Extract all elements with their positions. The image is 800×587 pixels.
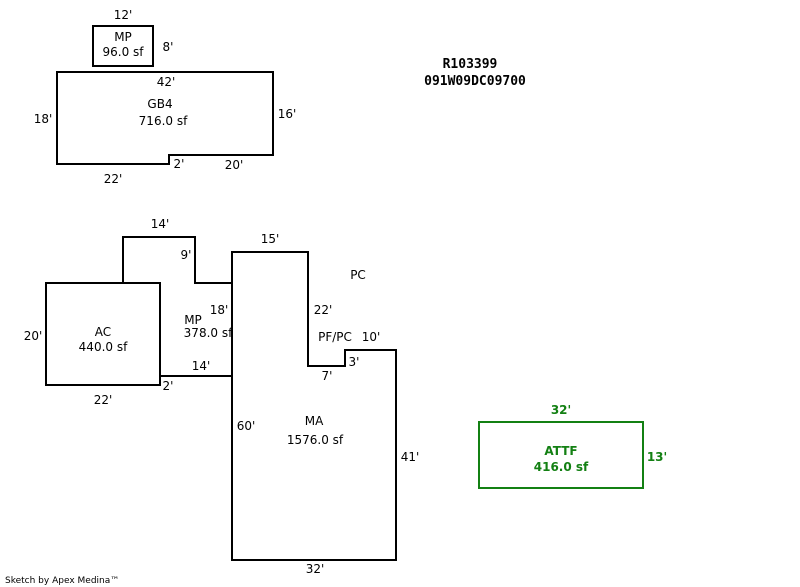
dim-gb4-step: 2' [174, 157, 185, 171]
dim-gb4-top: 42' [157, 75, 176, 89]
dim-ac-step: 2' [163, 379, 174, 393]
area-ma-code: MA [305, 414, 324, 428]
dim-ma-right: 41' [401, 450, 420, 464]
sketch-credit: Sketch by Apex Medina™ [5, 576, 119, 586]
dim-ma-notch-bottom: 7' [322, 369, 333, 383]
dim-gb4-bottom-right: 20' [225, 158, 244, 172]
area-ac-code: AC [95, 325, 111, 339]
dim-mp-top-height: 8' [163, 40, 174, 54]
area-attf-code: ATTF [544, 444, 577, 458]
dim-attf-right: 13' [647, 450, 667, 464]
area-gb4-sf: 716.0 sf [139, 114, 188, 128]
dim-attf-top: 32' [551, 403, 571, 417]
dim-ac-left: 20' [24, 329, 43, 343]
area-ac-sf: 440.0 sf [79, 340, 128, 354]
dim-ma-notch-side: 3' [349, 355, 360, 369]
area-gb4: GB4 716.0 sf 42' 18' 16' 22' 2' 20' [34, 71, 297, 186]
dim-ma-bottom: 32' [306, 562, 325, 576]
map-number: 091W09DC09700 [424, 74, 526, 89]
area-mp-mid-code: MP [184, 313, 202, 327]
area-ac-outline [45, 282, 161, 386]
dim-ma-left: 60' [237, 419, 256, 433]
dim-ac-bottom: 22' [94, 393, 113, 407]
area-ma: MA 1576.0 sf 15' 22' 7' 3' 10' 60' 41' 3… [231, 232, 420, 576]
area-mp-top-sf: 96.0 sf [102, 45, 144, 59]
area-mp-top-code: MP [114, 30, 132, 44]
area-attf-outline [478, 421, 644, 489]
area-ac: AC 440.0 sf 20' 22' 2' [24, 282, 174, 407]
dim-ma-notch-top: 10' [362, 330, 381, 344]
area-mp-mid: MP 378.0 sf 14' 9' 18' 14' [122, 217, 233, 377]
dim-mp-mid-right: 18' [210, 303, 229, 317]
area-ma-outline [231, 251, 397, 561]
note-pc: PC [350, 268, 366, 282]
area-gb4-code: GB4 [147, 97, 172, 111]
area-ma-sf: 1576.0 sf [287, 433, 344, 447]
dim-gb4-right: 16' [278, 107, 297, 121]
parcel-id: R103399 [443, 57, 498, 72]
dim-mp-top-width: 12' [114, 8, 133, 22]
area-mp-top: MP 96.0 sf 12' 8' [92, 8, 174, 67]
dim-ma-right-upper: 22' [314, 303, 333, 317]
dim-gb4-bottom-left: 22' [104, 172, 123, 186]
dim-gb4-left: 18' [34, 112, 53, 126]
area-mp-top-outline [92, 25, 154, 67]
dim-mp-mid-bottom: 14' [192, 359, 211, 373]
dim-ma-top: 15' [261, 232, 280, 246]
area-attf-sf: 416.0 sf [534, 460, 589, 474]
dim-mp-mid-left: 9' [181, 248, 192, 262]
area-attf: ATTF 416.0 sf 32' 13' [478, 403, 667, 489]
area-gb4-outline [56, 71, 274, 165]
dim-mp-mid-top: 14' [151, 217, 170, 231]
area-mp-mid-sf: 378.0 sf [184, 326, 233, 340]
note-pf-pc: PF/PC [318, 330, 352, 344]
